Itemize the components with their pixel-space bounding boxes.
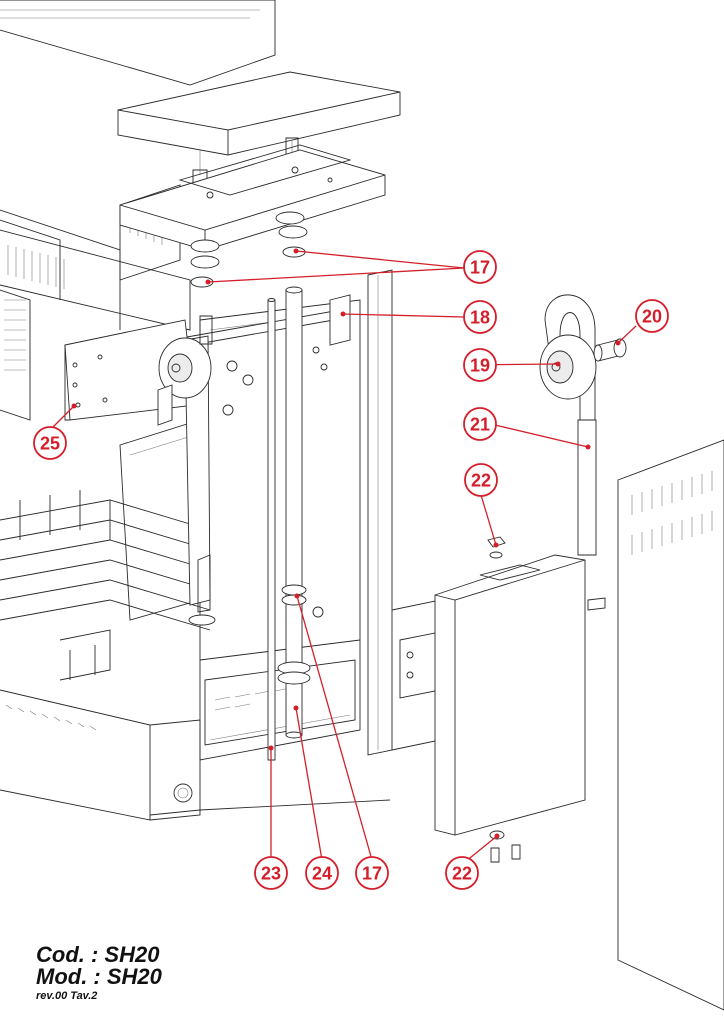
- svg-text:22: 22: [471, 471, 491, 491]
- model-label: Mod. : SH20: [36, 964, 162, 989]
- leader-lines: [49, 248, 637, 863]
- callout-22-top-nut: 22: [464, 463, 498, 497]
- callout-18-bar: 18: [463, 300, 497, 334]
- pin: [593, 338, 627, 362]
- svg-text:19: 19: [470, 356, 490, 376]
- callout-17-shaft-ring: 17: [355, 856, 389, 890]
- nut-bottom: [489, 830, 521, 863]
- callout-23-thin-shaft: 23: [254, 856, 288, 890]
- svg-text:18: 18: [470, 308, 490, 328]
- callout-20-pin: 20: [635, 299, 669, 333]
- callout-21-belt: 21: [463, 407, 497, 441]
- svg-text:24: 24: [312, 864, 332, 884]
- callout-22-bottom-nut: 22: [445, 856, 479, 890]
- callout-24-main-shaft: 24: [305, 856, 339, 890]
- nut-top: [487, 536, 506, 559]
- fasteners: [222, 346, 328, 618]
- code-label: Cod. : SH20: [36, 942, 160, 967]
- callout-17-bearings: 17: [463, 250, 497, 284]
- svg-text:20: 20: [642, 307, 662, 327]
- callout-19-pulley: 19: [463, 348, 497, 382]
- title-block: Cod. : SH20 Mod. : SH20 rev.00 Tav.2: [36, 942, 162, 1003]
- svg-text:23: 23: [261, 864, 281, 884]
- thin-shaft: [267, 298, 276, 761]
- left-pulley-assembly: [157, 315, 216, 626]
- svg-text:21: 21: [470, 415, 490, 435]
- svg-text:22: 22: [452, 864, 472, 884]
- svg-text:17: 17: [470, 258, 490, 278]
- svg-text:17: 17: [362, 864, 382, 884]
- main-shaft: [277, 286, 311, 739]
- revision-label: rev.00 Tav.2: [36, 990, 98, 1002]
- motor-box: [434, 554, 606, 836]
- top-cover-plate: [117, 71, 401, 251]
- svg-text:25: 25: [40, 434, 60, 454]
- callout-25-bracket: 25: [33, 426, 67, 460]
- right-side-panel: [617, 439, 724, 1011]
- belt-assembly: [539, 294, 597, 556]
